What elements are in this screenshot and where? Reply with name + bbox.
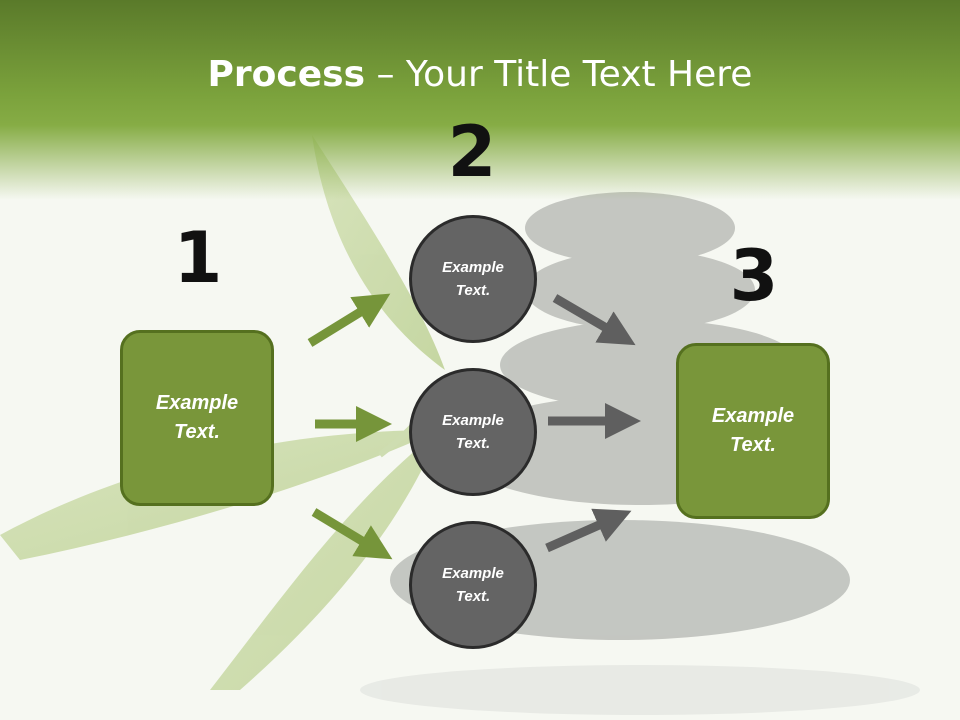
step-2-circle-bottom[interactable]: Example Text. (409, 521, 537, 649)
step-number-2: 2 (447, 111, 497, 193)
step-2-circle-top[interactable]: Example Text. (409, 215, 537, 343)
step-1-box[interactable]: Example Text. (120, 330, 274, 506)
step-2-circle-middle[interactable]: Example Text. (409, 368, 537, 496)
arrow-bottom-to-3 (545, 508, 632, 553)
step-number-1: 1 (173, 217, 223, 299)
arrow-1-to-top (307, 293, 391, 347)
slide-title: Process – Your Title Text Here (0, 52, 960, 98)
step-number-3: 3 (729, 235, 779, 317)
circle-text: Example Text. (442, 259, 504, 299)
arrow-top-to-3 (552, 294, 636, 346)
step-3-box[interactable]: Example Text. (676, 343, 830, 519)
step-1-text: Example Text. (155, 392, 239, 443)
circle-text: Example Text. (442, 412, 504, 452)
title-rest: – Your Title Text Here (365, 54, 753, 95)
circle-text: Example Text. (442, 565, 504, 605)
step-3-text: Example Text. (711, 405, 795, 456)
title-bar (0, 0, 960, 200)
title-bold: Process (207, 54, 366, 95)
arrow-1-to-bottom (311, 508, 393, 560)
